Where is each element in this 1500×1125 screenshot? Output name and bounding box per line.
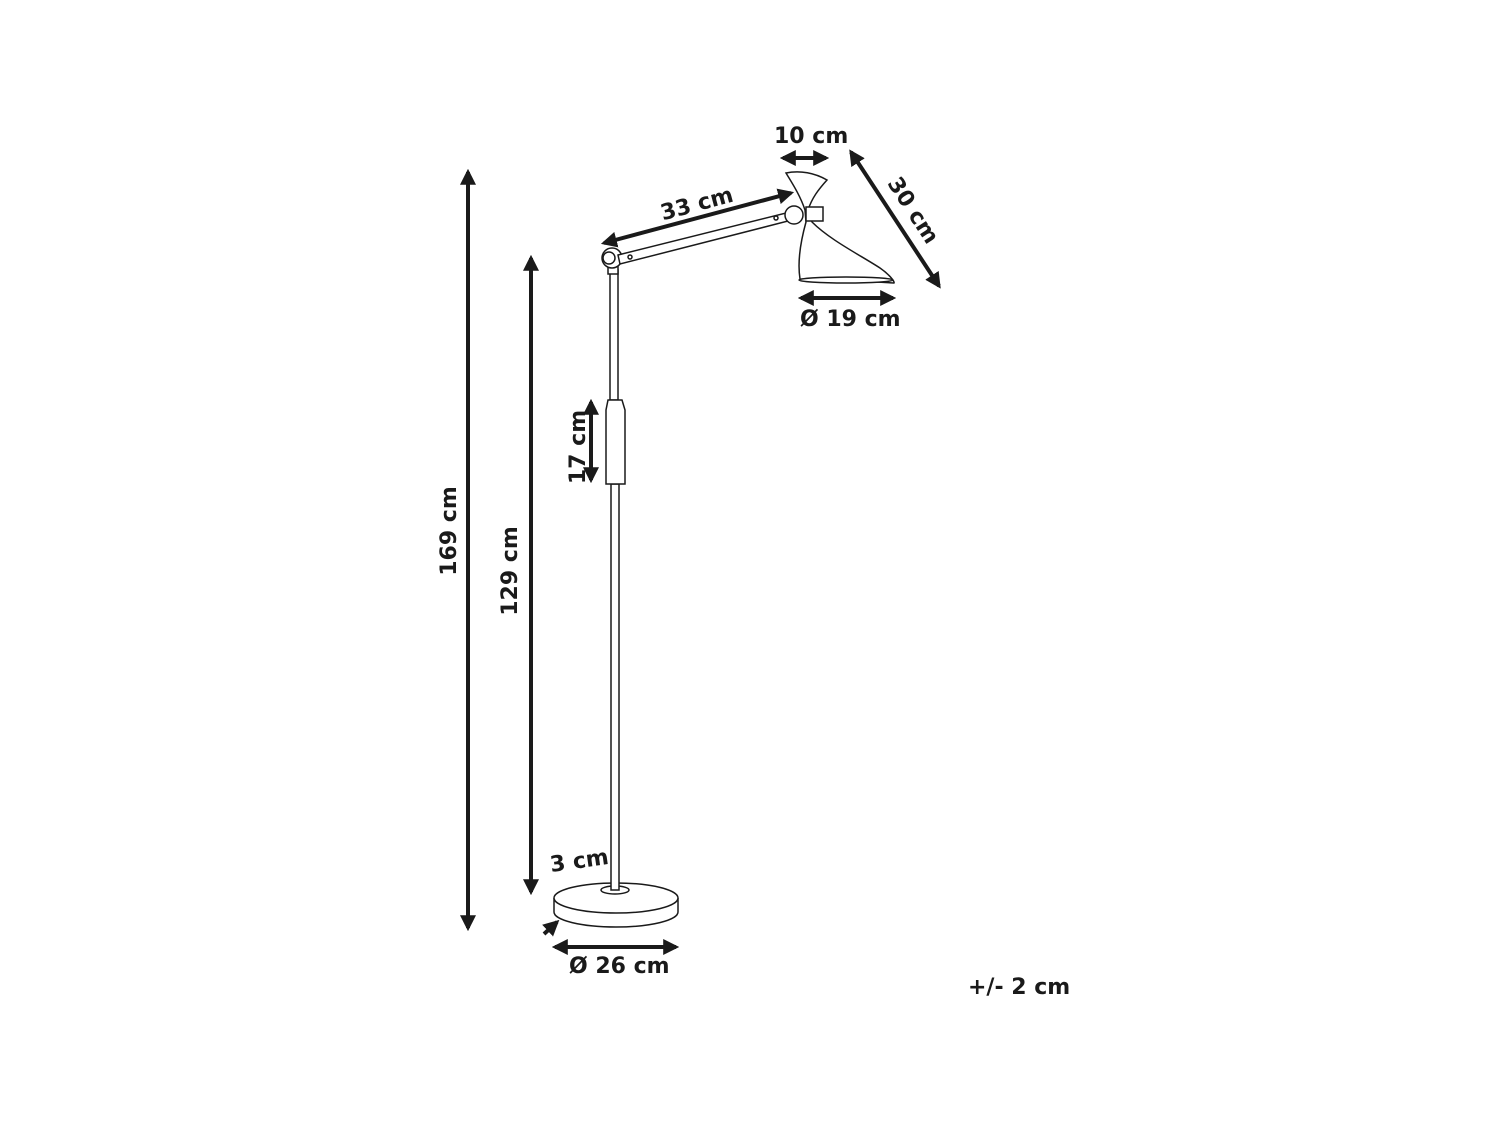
handle-length-label: 17 cm [566, 409, 592, 485]
lamp-outline [553, 171, 895, 928]
lamp-shade [784, 171, 895, 284]
shade-diameter-label: Ø 19 cm [800, 307, 901, 332]
lamp-pole-upper [609, 269, 619, 401]
lamp-pole-lower [610, 483, 620, 891]
lamp-arm [617, 211, 793, 265]
lamp-handle [605, 399, 626, 485]
upper-joint [784, 205, 804, 225]
tolerance-note: +/- 2 cm [968, 975, 1071, 1000]
arm-arrow [600, 188, 795, 248]
shade-neck-label: 10 cm [774, 124, 849, 149]
shade-length-arrow [849, 149, 941, 289]
pole-height-label: 129 cm [497, 526, 523, 616]
total-height-label: 169 cm [436, 486, 462, 576]
base-diameter-label: Ø 26 cm [569, 954, 670, 979]
base-thickness-arrow-bottom [542, 919, 560, 937]
